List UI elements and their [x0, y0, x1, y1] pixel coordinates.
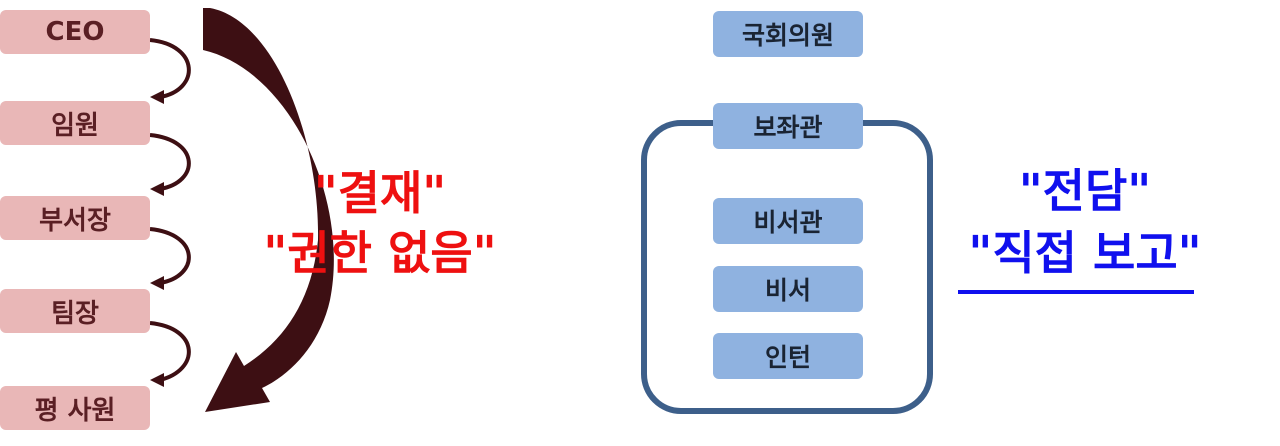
- step-arrow-3: [149, 227, 191, 285]
- top-member-box: 국회의원: [713, 11, 863, 57]
- lead-box: 보좌관: [713, 103, 863, 149]
- rank-box-ceo: CEO: [0, 10, 150, 54]
- large-curved-arrow: [203, 8, 334, 412]
- no-approval-line2: "권한 없음": [263, 226, 497, 280]
- step-arrow-2: [149, 133, 191, 191]
- rank-box-department-head: 부서장: [0, 196, 150, 240]
- no-approval-line1: "결재": [313, 166, 447, 220]
- direct-report-callout: "전담" "직접 보고": [950, 160, 1220, 284]
- small-step-arrowheads: [150, 90, 164, 387]
- direct-report-line1: "전담": [1018, 164, 1152, 218]
- member-box-2: 비서: [713, 266, 863, 312]
- step-arrow-4: [149, 321, 191, 382]
- rank-box-staff: 평 사원: [0, 386, 150, 430]
- rank-box-team-lead: 팀장: [0, 289, 150, 333]
- member-box-3: 인턴: [713, 333, 863, 379]
- rank-box-executive: 임원: [0, 101, 150, 145]
- step-arrow-1: [149, 38, 191, 99]
- direct-report-line2: "직접 보고": [968, 226, 1202, 280]
- small-step-arrows: [149, 38, 191, 382]
- direct-report-underline: [958, 290, 1194, 294]
- member-box-1: 비서관: [713, 198, 863, 244]
- no-approval-callout: "결재" "권한 없음": [240, 163, 520, 283]
